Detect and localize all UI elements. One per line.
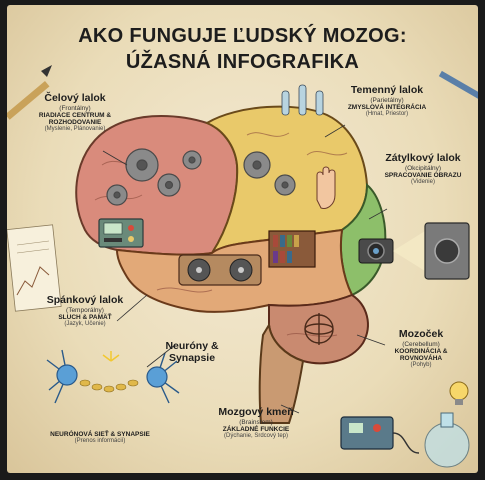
film-reel-icon: [178, 254, 262, 286]
hand-icon: [316, 166, 336, 209]
frontal-lobe-detail: (Myslenie, Plánovanie): [44, 125, 106, 132]
parietal-lobe-label: Temenný lalok (Parietálny) ZMYSLOVÁ INTE…: [337, 84, 437, 117]
cerebellum-name: Mozoček: [398, 328, 444, 340]
cerebellum-label: Mozoček (Cerebellum) KOORDINÁCIA & ROVNO…: [377, 328, 465, 369]
cerebellum-role: KOORDINÁCIA & ROVNOVÁHA: [394, 347, 448, 362]
brainstem-detail: (Dýchanie, Srdcový tep): [223, 432, 289, 439]
temporal-lobe-label: Spánkový lalok (Temporálny) SLUCH & PAMÄ…: [35, 294, 135, 327]
parietal-lobe-role: ZMYSLOVÁ INTEGRÁCIA: [347, 103, 427, 111]
neuron-network-detail: (Prenos informácií): [74, 438, 126, 445]
temporal-lobe-latin: (Temporálny): [66, 306, 104, 314]
brain-illustration: [7, 65, 478, 468]
control-panel-icon: [98, 218, 144, 248]
cerebellum-detail: (Pohyb): [410, 361, 432, 368]
occipital-lobe-detail: (Videnie): [411, 178, 435, 185]
camera-icon: [358, 238, 394, 264]
light-bulb-icon: [449, 381, 469, 405]
brainstem: [258, 322, 305, 424]
pen-icon: [438, 70, 478, 102]
frontal-lobe-name: Čelový lalok: [44, 92, 106, 104]
temporal-lobe-role: SLUCH & PAMÄŤ: [58, 313, 112, 321]
neuron-network-label: NEURÓNOVÁ SIEŤ & SYNAPSIE (Prenos inform…: [35, 431, 165, 445]
brainstem-role: ZÁKLADNÉ FUNKCIE: [222, 425, 290, 433]
frontal-lobe-latin: (Frontálny): [59, 104, 91, 112]
gyroscope-icon: [304, 313, 334, 345]
parietal-lobe-name: Temenný lalok: [350, 84, 424, 96]
cerebellum-latin: (Cerebellum): [402, 340, 440, 348]
parietal-lobe-detail: (Hmat, Priestor): [365, 110, 409, 117]
title-line-2: ÚŽASNÁ INFOGRAFIKA: [125, 51, 360, 73]
parietal-lobe-latin: (Parietálny): [370, 96, 404, 104]
power-box-icon: [340, 416, 420, 454]
frontal-lobe-label: Čelový lalok (Frontálny) RIADIACE CENTRU…: [25, 92, 125, 133]
flask-icon: [424, 412, 470, 468]
neuron-network-role: NEURÓNOVÁ SIEŤ & SYNAPSIE: [50, 431, 150, 438]
synapse-spark-icon: [102, 351, 120, 362]
occipital-lobe-label: Zátylkový lalok (Okcipitálny) SPRACOVANI…: [373, 152, 473, 185]
pencil-icon: [7, 65, 52, 120]
temporal-lobe-name: Spánkový lalok: [46, 294, 124, 306]
brainstem-name: Mozgový kmeň: [218, 406, 294, 418]
occipital-lobe-name: Zátylkový lalok: [385, 152, 461, 164]
neurons-label: Neuróny & Synapsie: [157, 340, 227, 364]
temporal-lobe-detail: (Jazyk, Učenie): [64, 320, 106, 327]
title-line-1: AKO FUNGUJE ĽUDSKÝ MOZOG:: [78, 25, 407, 47]
infographic-poster: AKO FUNGUJE ĽUDSKÝ MOZOG: ÚŽASNÁ INFOGRA…: [7, 5, 478, 473]
neuron-network-icon: [46, 349, 180, 404]
neurons-name: Neuróny & Synapsie: [165, 340, 219, 364]
notes-paper-icon: [7, 224, 62, 312]
occipital-lobe-role: SPRACOVANIE OBRAZU: [384, 171, 462, 179]
occipital-lobe-latin: (Okcipitálny): [404, 164, 442, 172]
projector-icon: [393, 222, 470, 280]
vacuum-tubes-icon: [281, 84, 324, 116]
gears-icon: [106, 148, 296, 206]
bookshelf-icon: [268, 230, 316, 268]
brainstem-label: Mozgový kmeň (Brainstem) ZÁKLADNÉ FUNKCI…: [201, 406, 311, 439]
frontal-lobe-role: RIADIACE CENTRUM & ROZHODOVANIE: [38, 111, 112, 126]
brainstem-latin: (Brainstem): [239, 418, 273, 426]
